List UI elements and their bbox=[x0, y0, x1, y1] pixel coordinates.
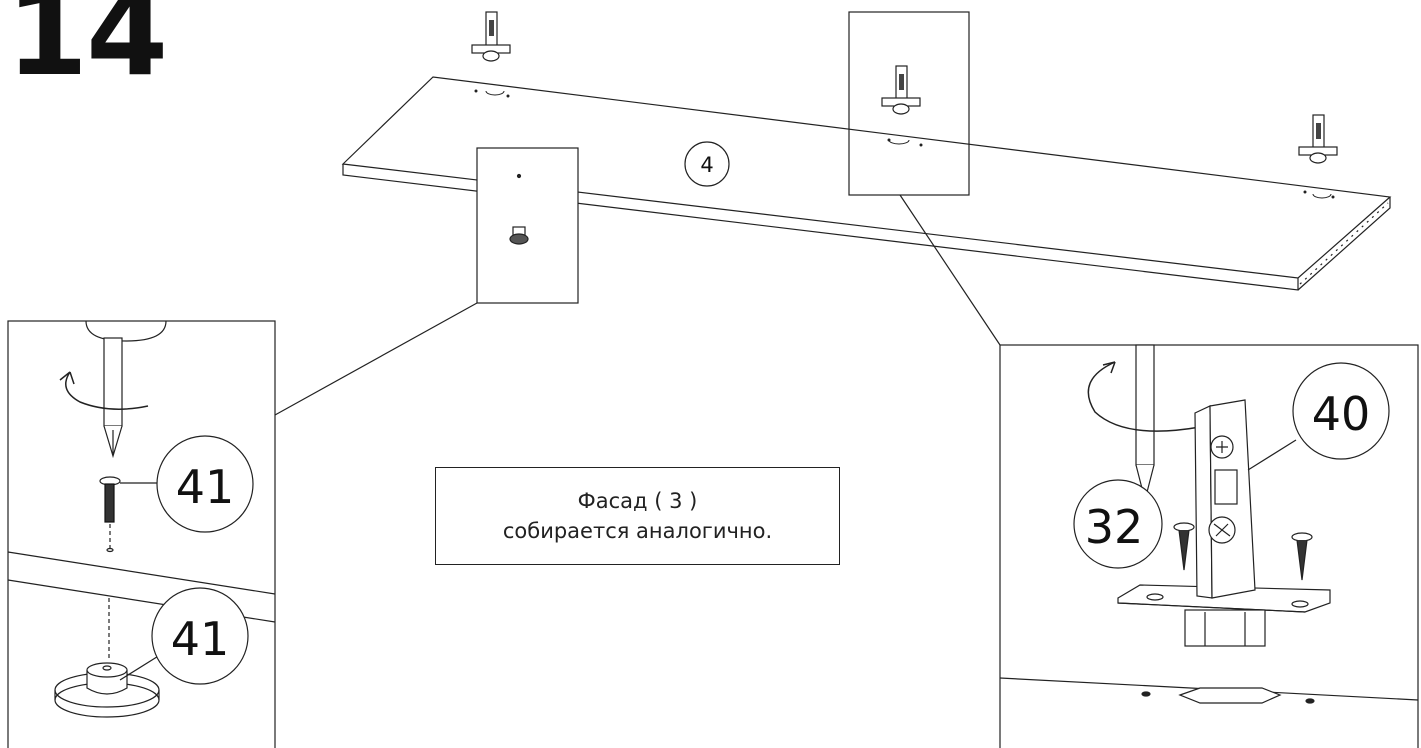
zoom-box-left-content bbox=[7, 320, 276, 718]
note-line-1: Фасад ( 3 ) bbox=[577, 488, 698, 513]
detail-frame-left bbox=[476, 147, 579, 304]
callout-left-foot: 41 bbox=[171, 612, 230, 666]
callout-left-screw: 41 bbox=[176, 460, 235, 514]
callout-right-hinge: 40 bbox=[1312, 387, 1371, 441]
foot-icon bbox=[509, 226, 529, 245]
hinge-icon bbox=[471, 11, 511, 62]
zoom-box-right-content bbox=[999, 344, 1419, 704]
callout-circle-right-screw bbox=[1073, 479, 1163, 569]
callout-circle-left-screw bbox=[156, 435, 254, 533]
hinge-icon bbox=[1298, 114, 1338, 164]
panel-label: 4 bbox=[700, 153, 713, 177]
leader-line-left bbox=[274, 302, 478, 416]
panel-label-circle bbox=[684, 141, 730, 187]
callout-right-screw: 32 bbox=[1085, 500, 1144, 554]
detail-frame-right bbox=[848, 11, 970, 196]
zoom-box-right bbox=[999, 344, 1419, 748]
panel-board bbox=[341, 76, 1392, 291]
note-box: Фасад ( 3 ) собирается аналогично. bbox=[435, 467, 840, 565]
panel-holes bbox=[474, 89, 1335, 199]
hinge-icon bbox=[881, 65, 921, 115]
callout-circle-left-foot bbox=[151, 587, 249, 685]
note-line-2: собирается аналогично. bbox=[502, 519, 773, 543]
step-number: 14 bbox=[6, 0, 168, 102]
callout-circle-right-hinge bbox=[1292, 362, 1390, 460]
zoom-box-left bbox=[7, 320, 276, 748]
leader-line-right bbox=[899, 194, 1001, 346]
